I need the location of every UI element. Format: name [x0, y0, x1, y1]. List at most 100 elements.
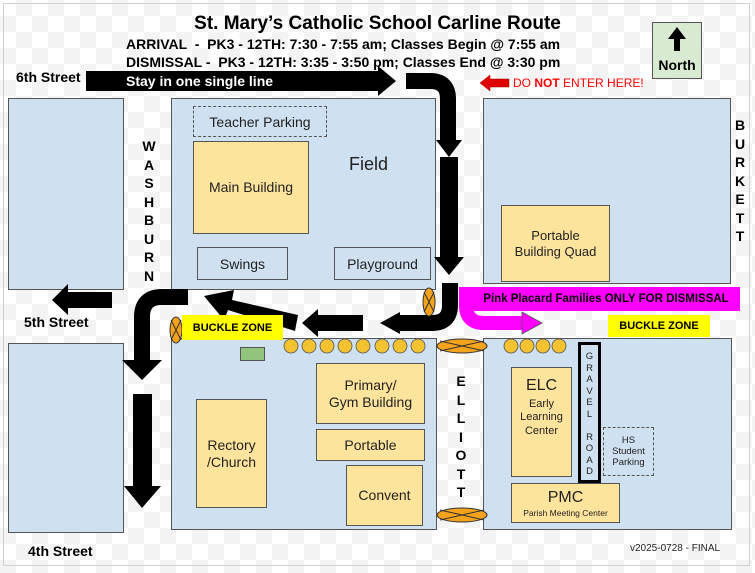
burkett-letter: T	[735, 209, 745, 226]
map-title: St. Mary’s Catholic School Carline Route	[194, 13, 561, 34]
gravel-road-letter: A	[586, 454, 593, 466]
cone-marker	[436, 338, 488, 354]
street-5th: 5th Street	[24, 314, 89, 330]
street-6th: 6th Street	[16, 69, 81, 85]
gravel-road-letter: E	[586, 397, 593, 408]
north-compass: North	[652, 22, 702, 79]
block-northwest	[8, 98, 124, 290]
primary-gym-line2: Gym Building	[328, 393, 413, 410]
elliott-letter: T	[456, 484, 466, 500]
burkett-letter: R	[734, 154, 746, 170]
pmc-title: PMC	[547, 489, 584, 507]
gravel-road-letter: R	[586, 431, 593, 443]
burkett-letter: B	[734, 117, 746, 133]
pickup-dot	[337, 338, 353, 354]
version-label: v2025-0728 - FINAL	[630, 543, 721, 554]
pickup-dot	[551, 338, 567, 354]
dismissal-schedule: DISMISSAL - PK3 - 12TH: 3:35 - 3:50 pm; …	[126, 54, 561, 70]
north-label: North	[658, 57, 696, 73]
gravel-road-letter: L	[586, 408, 593, 420]
route-arrowhead-1	[436, 140, 462, 157]
burkett-letter: K	[734, 172, 746, 189]
gravel-road-letter: O	[585, 443, 594, 454]
pickup-dot	[519, 338, 535, 354]
do-not-enter-prefix: DO	[513, 76, 535, 90]
pink-route-arrowhead	[521, 311, 543, 335]
playground: Playground	[334, 247, 431, 280]
elliott-letter: T	[456, 465, 466, 482]
pickup-dots	[283, 338, 567, 354]
convent-label: Convent	[358, 487, 411, 504]
pmc-subtitle: Parish Meeting Center	[523, 507, 608, 518]
washburn-letter: H	[143, 193, 155, 210]
gravel-road-letter: D	[586, 466, 593, 477]
route-curve-south	[134, 289, 188, 360]
pickup-dot	[283, 338, 299, 354]
do-not-enter-arrow-icon	[479, 74, 510, 92]
elc-sub-line1: Early	[528, 398, 555, 411]
convent: Convent	[346, 465, 423, 526]
pink-placard-banner: Pink Placard Families ONLY FOR DISMISSAL	[472, 287, 740, 311]
pink-route	[459, 287, 522, 330]
portable-quad-line1: Portable	[531, 227, 580, 243]
pickup-dot	[535, 338, 551, 354]
pickup-dot	[374, 338, 390, 354]
cone-marker	[169, 316, 183, 344]
main-building-label: Main Building	[208, 179, 294, 196]
rectory-line2: /Church	[206, 453, 257, 470]
elliott-letter: L	[456, 391, 466, 408]
pickup-dot	[355, 338, 371, 354]
washburn-letter: N	[143, 267, 155, 284]
route-curve-north	[406, 73, 456, 140]
burkett-letter: T	[735, 228, 745, 244]
burkett-letter: U	[734, 135, 746, 152]
map-frame	[3, 3, 750, 566]
route-arrowhead-5	[124, 486, 161, 508]
elliott-letter: I	[459, 428, 463, 445]
route-arrowhead-4	[122, 360, 162, 380]
primary-gym-building: Primary/ Gym Building	[316, 363, 425, 424]
portable-label: Portable	[344, 436, 397, 453]
elliott-letter: E	[456, 373, 466, 389]
elliott-letter: O	[455, 447, 467, 463]
cone-marker	[422, 287, 436, 317]
portable-building: Portable	[316, 429, 425, 461]
teacher-parking: Teacher Parking	[193, 106, 327, 137]
pickup-dot	[392, 338, 408, 354]
portable-building-quad: Portable Building Quad	[501, 205, 610, 282]
route-curve-west	[400, 283, 458, 331]
do-not-enter-label: DO NOT ENTER HERE!	[513, 76, 644, 90]
route-segment-south	[133, 394, 152, 486]
block-southwest	[8, 343, 124, 533]
route-arrow-west-2	[302, 309, 363, 337]
main-building: Main Building	[193, 141, 309, 234]
rectory-church: Rectory /Church	[196, 399, 267, 508]
washburn-letter: R	[143, 249, 155, 265]
pickup-dot	[503, 338, 519, 354]
elliott-letter: L	[456, 410, 466, 426]
buckle-zone-west: BUCKLE ZONE	[182, 315, 283, 340]
rectory-line1: Rectory	[207, 436, 256, 453]
route-arrowhead-2	[434, 257, 464, 275]
main-arrow-label: Stay in one single line	[126, 73, 274, 89]
elc-sub-line2: Learning	[520, 411, 563, 424]
pmc-building: PMC Parish Meeting Center	[511, 483, 620, 523]
arrival-schedule: ARRIVAL - PK3 - 12TH: 7:30 - 7:55 am; Cl…	[126, 36, 561, 52]
washburn-letter: W	[142, 138, 156, 154]
main-entry-arrow	[86, 66, 396, 96]
elc-title: ELC	[525, 377, 558, 394]
gravel-road-letter: G	[585, 351, 594, 362]
route-segment-east	[440, 157, 458, 257]
hs-parking-line2: Student	[612, 446, 645, 457]
street-4th: 4th Street	[28, 543, 93, 559]
washburn-letter: S	[144, 175, 154, 191]
gravel-road-letter: V	[586, 385, 593, 397]
washburn-letter: B	[143, 212, 155, 228]
burkett-letter: E	[735, 191, 745, 207]
hs-student-parking: HS Student Parking	[603, 427, 654, 476]
washburn-letter: A	[143, 156, 155, 173]
